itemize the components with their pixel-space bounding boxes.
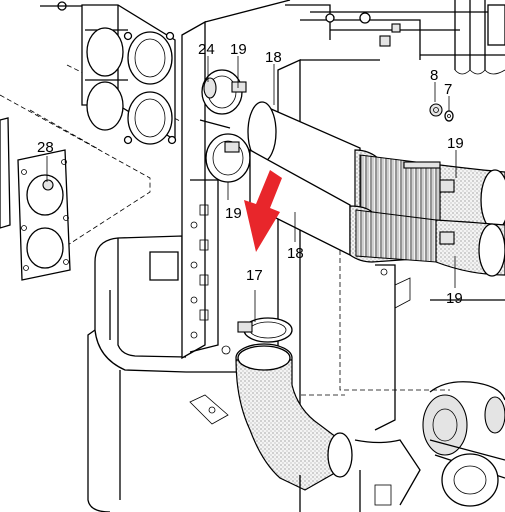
belt-drive — [354, 381, 505, 512]
engine-frame — [87, 235, 240, 512]
mounting-bracket-plate — [181, 0, 291, 360]
elbow-hose — [235, 317, 353, 512]
callout-18: 18 — [265, 49, 282, 66]
callout-19: 19 — [230, 41, 247, 58]
callout-19: 19 — [225, 205, 242, 222]
nut-washer-parts — [429, 103, 454, 122]
flange-block — [40, 1, 177, 145]
direction-arrow — [244, 170, 282, 252]
callout-8: 8 — [430, 67, 438, 84]
callout-17: 17 — [246, 267, 263, 284]
leader-lines — [46, 56, 457, 322]
callout-7: 7 — [444, 81, 452, 98]
upper-rail — [310, 0, 505, 75]
callout-18: 18 — [287, 245, 304, 262]
callout-19: 19 — [447, 135, 464, 152]
gasket-plate — [0, 117, 71, 281]
callout-24: 24 — [198, 41, 215, 58]
bracket-clamps — [199, 69, 251, 183]
callout-labels: 24 19 18 8 7 28 19 19 18 17 19 — [37, 41, 464, 307]
callout-19: 19 — [446, 290, 463, 307]
callout-28: 28 — [37, 139, 54, 156]
